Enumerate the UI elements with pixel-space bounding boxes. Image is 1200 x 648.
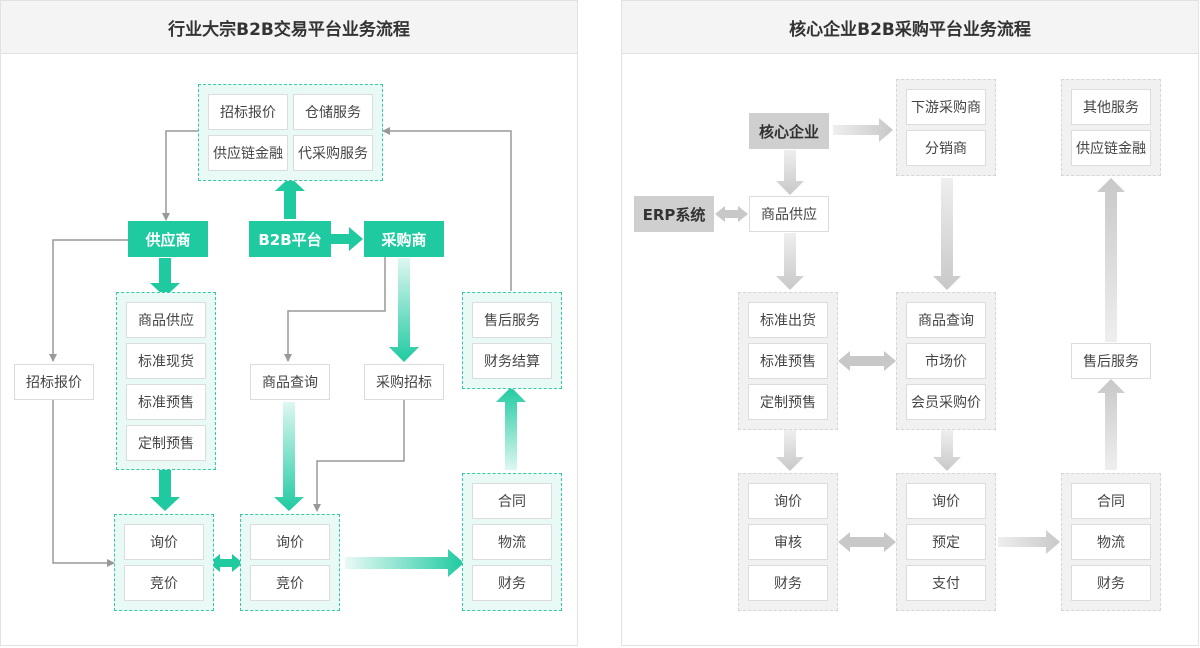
review-item[interactable]: 审核 xyxy=(748,524,828,560)
booking-item[interactable]: 询价 xyxy=(906,483,986,519)
trade-left-item[interactable]: 询价 xyxy=(124,524,204,560)
standard-item[interactable]: 标准预售 xyxy=(748,343,828,379)
supplier-node[interactable]: 供应商 xyxy=(128,221,208,257)
supplier-item[interactable]: 标准预售 xyxy=(126,384,206,420)
left-panel-title: 行业大宗B2B交易平台业务流程 xyxy=(1,1,577,54)
market-item[interactable]: 市场价 xyxy=(906,343,986,379)
after-sales-node-right[interactable]: 售后服务 xyxy=(1071,343,1151,379)
after-sales-item[interactable]: 售后服务 xyxy=(472,302,552,338)
other-service-item[interactable]: 其他服务 xyxy=(1071,89,1151,125)
standard-item[interactable]: 定制预售 xyxy=(748,384,828,420)
supplier-item[interactable]: 定制预售 xyxy=(126,425,206,461)
contract-item-right[interactable]: 物流 xyxy=(1071,524,1151,560)
erp-system-node[interactable]: ERP系统 xyxy=(634,196,714,232)
contract-item[interactable]: 财务 xyxy=(472,565,552,601)
after-sales-item[interactable]: 财务结算 xyxy=(472,343,552,379)
supplier-item[interactable]: 商品供应 xyxy=(126,302,206,338)
contract-item-right[interactable]: 合同 xyxy=(1071,483,1151,519)
standard-item[interactable]: 标准出货 xyxy=(748,302,828,338)
bid-quote-node[interactable]: 招标报价 xyxy=(14,364,94,400)
contract-item[interactable]: 物流 xyxy=(472,524,552,560)
b2b-platform-node[interactable]: B2B平台 xyxy=(249,221,331,257)
service-bid-quote[interactable]: 招标报价 xyxy=(208,94,288,130)
booking-item[interactable]: 预定 xyxy=(906,524,986,560)
market-item[interactable]: 商品查询 xyxy=(906,302,986,338)
core-enterprise-node[interactable]: 核心企业 xyxy=(749,113,829,149)
service-warehousing[interactable]: 仓储服务 xyxy=(293,94,373,130)
review-item[interactable]: 财务 xyxy=(748,565,828,601)
buyer-node[interactable]: 采购商 xyxy=(364,221,444,257)
trade-mid-item[interactable]: 竞价 xyxy=(250,565,330,601)
market-item[interactable]: 会员采购价 xyxy=(906,384,986,420)
service-supply-chain-finance[interactable]: 供应链金融 xyxy=(208,135,288,171)
trade-mid-item[interactable]: 询价 xyxy=(250,524,330,560)
downstream-item[interactable]: 分销商 xyxy=(906,130,986,166)
contract-item[interactable]: 合同 xyxy=(472,483,552,519)
booking-item[interactable]: 支付 xyxy=(906,565,986,601)
other-service-item[interactable]: 供应链金融 xyxy=(1071,130,1151,166)
downstream-item[interactable]: 下游采购商 xyxy=(906,89,986,125)
review-item[interactable]: 询价 xyxy=(748,483,828,519)
product-supply-node[interactable]: 商品供应 xyxy=(749,196,829,232)
product-query-node[interactable]: 商品查询 xyxy=(250,364,330,400)
supplier-item[interactable]: 标准现货 xyxy=(126,343,206,379)
right-panel-title: 核心企业B2B采购平台业务流程 xyxy=(622,1,1198,54)
service-proxy-purchase[interactable]: 代采购服务 xyxy=(293,135,373,171)
purchase-bid-node[interactable]: 采购招标 xyxy=(364,364,444,400)
trade-left-item[interactable]: 竞价 xyxy=(124,565,204,601)
contract-item-right[interactable]: 财务 xyxy=(1071,565,1151,601)
